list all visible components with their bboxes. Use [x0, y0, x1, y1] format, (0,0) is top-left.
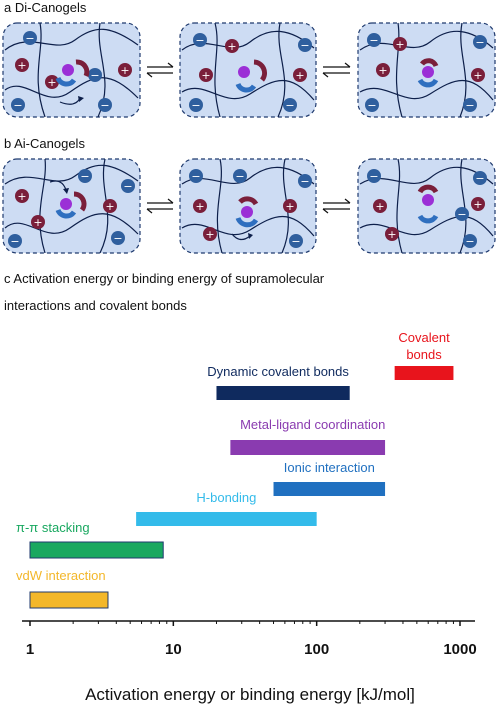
- svg-text:−: −: [291, 235, 300, 248]
- panel-b-box-2: + + + − − − −: [179, 158, 317, 254]
- svg-text:−: −: [90, 69, 99, 82]
- svg-text:−: −: [367, 99, 376, 112]
- svg-text:−: −: [191, 170, 200, 183]
- bar-3: [273, 482, 386, 496]
- bar-0: [394, 366, 454, 380]
- svg-text:−: −: [123, 180, 132, 193]
- x-tick-label-2: 100: [304, 641, 329, 658]
- svg-text:+: +: [295, 69, 304, 82]
- panel-b-equilibrium-arrow-2: [322, 198, 351, 214]
- x-tick-label-1: 10: [165, 641, 182, 658]
- svg-text:+: +: [285, 200, 294, 213]
- panel-b-illustration: + + + − − − − + + + −: [2, 158, 496, 254]
- bar-2: [230, 440, 386, 455]
- svg-text:−: −: [80, 170, 89, 183]
- panel-a-box-3: + + + − − − −: [357, 22, 496, 118]
- panel-b-row: + + + − − − − + + + −: [0, 156, 501, 256]
- svg-text:−: −: [300, 175, 309, 188]
- svg-text:+: +: [105, 200, 114, 213]
- panel-b-box-3: + + + − − − −: [357, 158, 496, 254]
- bar-label-2: Metal-ligand coordination: [240, 417, 385, 432]
- svg-text:−: −: [457, 208, 466, 221]
- svg-text:+: +: [33, 216, 42, 229]
- svg-text:−: −: [235, 170, 244, 183]
- panel-a-row: + + + − − − − + + + −: [0, 20, 501, 120]
- svg-text:−: −: [113, 232, 122, 245]
- panel-c-label-line1: c Activation energy or binding energy of…: [4, 271, 325, 286]
- svg-text:+: +: [195, 200, 204, 213]
- svg-text:−: −: [465, 99, 474, 112]
- svg-text:−: −: [465, 235, 474, 248]
- panel-a-box-2: + + + − − − −: [179, 22, 317, 118]
- svg-text:−: −: [13, 99, 22, 112]
- svg-text:−: −: [191, 99, 200, 112]
- svg-text:−: −: [10, 235, 19, 248]
- svg-text:+: +: [201, 69, 210, 82]
- svg-text:−: −: [300, 39, 309, 52]
- panel-b-label: b Ai-Canogels: [4, 136, 85, 151]
- svg-text:−: −: [369, 170, 378, 183]
- x-tick-label-0: 1: [26, 641, 34, 658]
- panel-b-equilibrium-arrow-1: [146, 198, 174, 214]
- panel-a-box-1: + + + − − − −: [2, 22, 141, 118]
- svg-text:+: +: [387, 228, 396, 241]
- svg-text:−: −: [475, 36, 484, 49]
- svg-text:+: +: [17, 59, 26, 72]
- x-tick-label-3: 1000: [443, 641, 476, 658]
- svg-text:+: +: [375, 200, 384, 213]
- svg-text:+: +: [473, 69, 482, 82]
- panel-a-label: a Di-Canogels: [4, 0, 87, 15]
- svg-text:+: +: [395, 38, 404, 51]
- svg-text:−: −: [369, 34, 378, 47]
- bar-5: [29, 541, 164, 559]
- svg-text:−: −: [285, 99, 294, 112]
- svg-text:−: −: [25, 32, 34, 45]
- panel-a-illustration: + + + − − − − + + + −: [2, 22, 496, 118]
- svg-text:−: −: [100, 99, 109, 112]
- x-axis-label: Activation energy or binding energy [kJ/…: [85, 685, 415, 704]
- panel-a-equilibrium-arrow-1: [146, 62, 174, 78]
- svg-text:+: +: [227, 40, 236, 53]
- bar-4: [136, 512, 317, 526]
- svg-text:+: +: [17, 190, 26, 203]
- svg-text:−: −: [475, 172, 484, 185]
- panel-a-equilibrium-arrow-2: [322, 62, 351, 78]
- bar-1: [216, 386, 350, 400]
- bar-label-4: H-bonding: [196, 490, 256, 505]
- svg-text:+: +: [378, 64, 387, 77]
- bar-label-1: Dynamic covalent bonds: [207, 364, 349, 379]
- panel-c-label-line2: interactions and covalent bonds: [4, 298, 187, 313]
- svg-text:+: +: [205, 228, 214, 241]
- bar-label-5: π-π stacking: [16, 520, 90, 535]
- bar-6: [29, 591, 109, 609]
- svg-text:−: −: [195, 34, 204, 47]
- svg-text:+: +: [120, 64, 129, 77]
- svg-text:+: +: [473, 198, 482, 211]
- bar-label-3: Ionic interaction: [284, 460, 375, 475]
- panel-b-box-1: + + + − − − −: [2, 158, 141, 254]
- bar-label-6: vdW interaction: [16, 568, 106, 583]
- svg-text:+: +: [47, 76, 56, 89]
